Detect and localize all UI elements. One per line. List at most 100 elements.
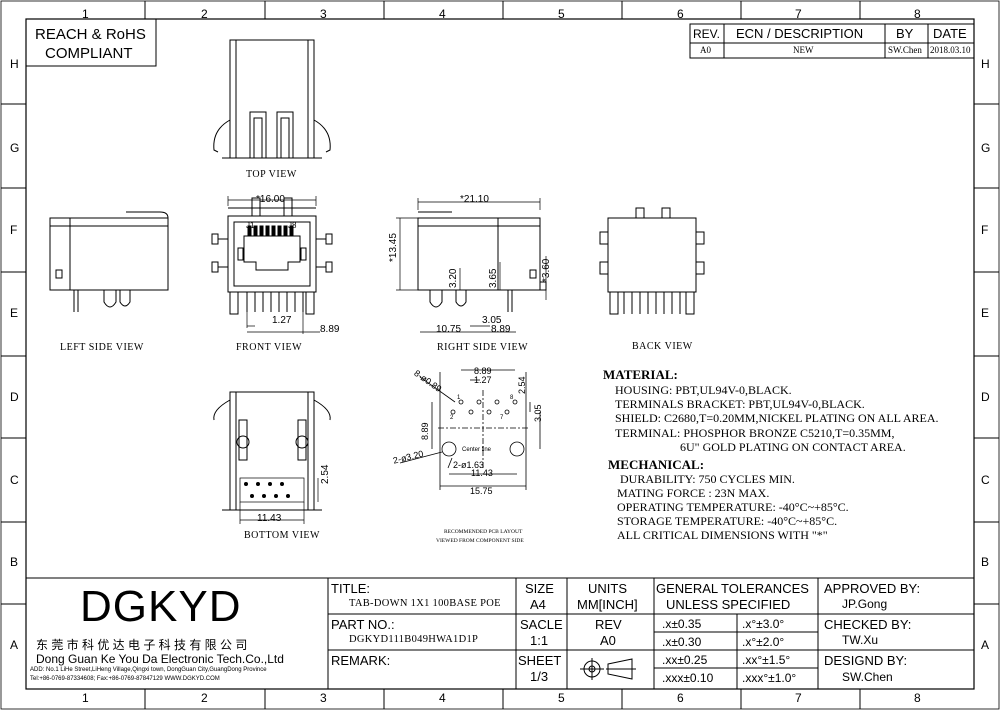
rev-row-date: 2018.03.10 xyxy=(930,45,971,55)
row-label-g-right: G xyxy=(981,141,991,155)
mechanical-line-5: ALL CRITICAL DIMENSIONS WITH "*" xyxy=(617,528,828,542)
row-label-a-right: A xyxy=(981,638,990,652)
rev-row-rev: A0 xyxy=(700,45,711,55)
rev-header-rev: REV. xyxy=(693,27,720,41)
tolerance-angular-3: .xx°±1.5° xyxy=(742,653,791,667)
front-j8-label: J8 xyxy=(288,221,297,230)
dim-1075: 10.75 xyxy=(436,324,462,335)
dim-320: 3.20 xyxy=(448,268,459,288)
pcb-note-line1: RECOMMENDED PCB LAYOUT xyxy=(444,529,523,535)
dim-365: 3.65 xyxy=(488,268,499,288)
designed-value: SW.Chen xyxy=(842,670,893,684)
partno-value: DGKYD111B049HWA1D1P xyxy=(349,634,479,645)
rev-value: A0 xyxy=(600,633,616,648)
material-line-5: 6U" GOLD PLATING ON CONTACT AREA. xyxy=(680,440,906,454)
mechanical-heading: MECHANICAL: xyxy=(608,457,705,472)
row-label-d-right: D xyxy=(981,390,990,404)
col-label-8-bottom: 8 xyxy=(914,691,921,705)
row-label-c-right: C xyxy=(981,473,990,487)
rev-header-by: BY xyxy=(896,26,914,41)
pcb-pin7: 7 xyxy=(500,415,504,421)
mechanical-line-4: STORAGE TEMPERATURE: -40°C~+85°C. xyxy=(617,514,838,528)
units-value: MM[INCH] xyxy=(577,597,638,612)
compliance-line2: COMPLIANT xyxy=(45,45,133,62)
col-label-2-bottom: 2 xyxy=(201,691,208,705)
top-view-label: TOP VIEW xyxy=(246,169,297,180)
tolerance-angular-2: .x°±2.0° xyxy=(742,635,785,649)
compliance-line1: REACH & RoHS xyxy=(35,26,146,43)
pcb-pin8: 8 xyxy=(510,395,514,401)
row-label-e-right: E xyxy=(981,306,990,320)
tolerance-label-1: GENERAL TOLERANCES xyxy=(656,581,809,596)
front-view-label: FRONT VIEW xyxy=(236,342,303,353)
title-label: TITLE: xyxy=(331,581,371,596)
col-label-1-bottom: 1 xyxy=(82,691,89,705)
pcb-centerline-label: Center line xyxy=(462,447,492,453)
left-side-view-label: LEFT SIDE VIEW xyxy=(60,342,144,353)
pcb-pin1: 1 xyxy=(457,395,461,401)
row-label-b-right: B xyxy=(981,555,990,569)
dim-bottom-254: 2.54 xyxy=(320,464,331,484)
size-label: SIZE xyxy=(525,581,554,596)
mechanical-line-2: MATING FORCE : 23N MAX. xyxy=(617,486,770,500)
partno-label: PART NO.: xyxy=(331,617,395,632)
col-label-6-bottom: 6 xyxy=(677,691,684,705)
col-label-8: 8 xyxy=(914,7,921,21)
col-label-3-bottom: 3 xyxy=(320,691,327,705)
dim-front-span: 8.89 xyxy=(320,324,340,335)
row-label-h: H xyxy=(10,57,19,71)
dim-right-length: *21.10 xyxy=(460,194,489,205)
pcb-dim-1143: 11.43 xyxy=(471,468,493,478)
scale-label: SACLE xyxy=(520,617,563,632)
dim-305: 3.05 xyxy=(482,315,502,326)
rev-row-by: SW.Chen xyxy=(888,45,922,55)
scale-value: 1:1 xyxy=(530,633,549,648)
row-label-e: E xyxy=(10,306,19,320)
col-label-2: 2 xyxy=(201,7,208,21)
sheet-value: 1/3 xyxy=(530,669,549,684)
right-side-view-label: RIGHT SIDE VIEW xyxy=(437,342,529,353)
pcb-dim-889-side: 8.89 xyxy=(420,422,430,440)
tolerance-label-2: UNLESS SPECIFIED xyxy=(666,597,791,612)
rev-header-ecn: ECN / DESCRIPTION xyxy=(736,26,864,41)
col-label-7: 7 xyxy=(795,7,802,21)
material-heading: MATERIAL: xyxy=(603,367,678,382)
col-label-4: 4 xyxy=(439,7,446,21)
material-line-2: TERMINALS BRACKET: PBT,UL94V-0,BLACK. xyxy=(615,397,865,411)
front-j1-label: J1 xyxy=(246,221,255,230)
company-name-en: Dong Guan Ke You Da Electronic Tech.Co.,… xyxy=(36,652,284,666)
dim-right-height: *13.45 xyxy=(388,233,399,262)
mechanical-line-3: OPERATING TEMPERATURE: -40°C~+85°C. xyxy=(617,500,849,514)
col-label-6: 6 xyxy=(677,7,684,21)
dim-889-right: 8.89 xyxy=(491,324,511,335)
checked-label: CHECKED BY: xyxy=(824,617,912,632)
tolerance-angular-1: .x°±3.0° xyxy=(742,617,785,631)
checked-value: TW.Xu xyxy=(842,633,879,647)
tolerance-linear-3: .xx±0.25 xyxy=(662,653,708,667)
row-label-f: F xyxy=(10,223,18,237)
mechanical-line-1: DURABILITY: 750 CYCLES MIN. xyxy=(620,472,795,486)
company-logo: DGKYD xyxy=(80,582,242,631)
row-label-g: G xyxy=(10,141,20,155)
row-label-d: D xyxy=(10,390,19,404)
dim-bottom-1143: 11.43 xyxy=(257,513,282,524)
col-label-5: 5 xyxy=(558,7,565,21)
col-label-7-bottom: 7 xyxy=(795,691,802,705)
col-label-5-bottom: 5 xyxy=(558,691,565,705)
tolerance-linear-4: .xxx±0.10 xyxy=(662,671,714,685)
approved-value: JP.Gong xyxy=(842,597,888,611)
row-label-f-right: F xyxy=(981,223,989,237)
dim-front-pitch: 1.27 xyxy=(272,315,292,326)
col-label-4-bottom: 4 xyxy=(439,691,446,705)
pcb-dim-1575: 15.75 xyxy=(470,486,493,496)
row-label-c: C xyxy=(10,473,19,487)
tolerance-linear-1: .x±0.35 xyxy=(662,617,702,631)
company-contact: Tel:+86-0769-87334608; Fax:+86-0769-8784… xyxy=(30,676,220,682)
material-line-1: HOUSING: PBT,UL94V-0,BLACK. xyxy=(615,383,792,397)
designed-label: DESIGND BY: xyxy=(824,653,908,668)
pcb-note-line2: VIEWED FROM COMPONENT SIDE xyxy=(436,538,524,544)
size-value: A4 xyxy=(530,597,546,612)
tolerance-linear-2: .x±0.30 xyxy=(662,635,702,649)
rev-label: REV xyxy=(595,617,622,632)
